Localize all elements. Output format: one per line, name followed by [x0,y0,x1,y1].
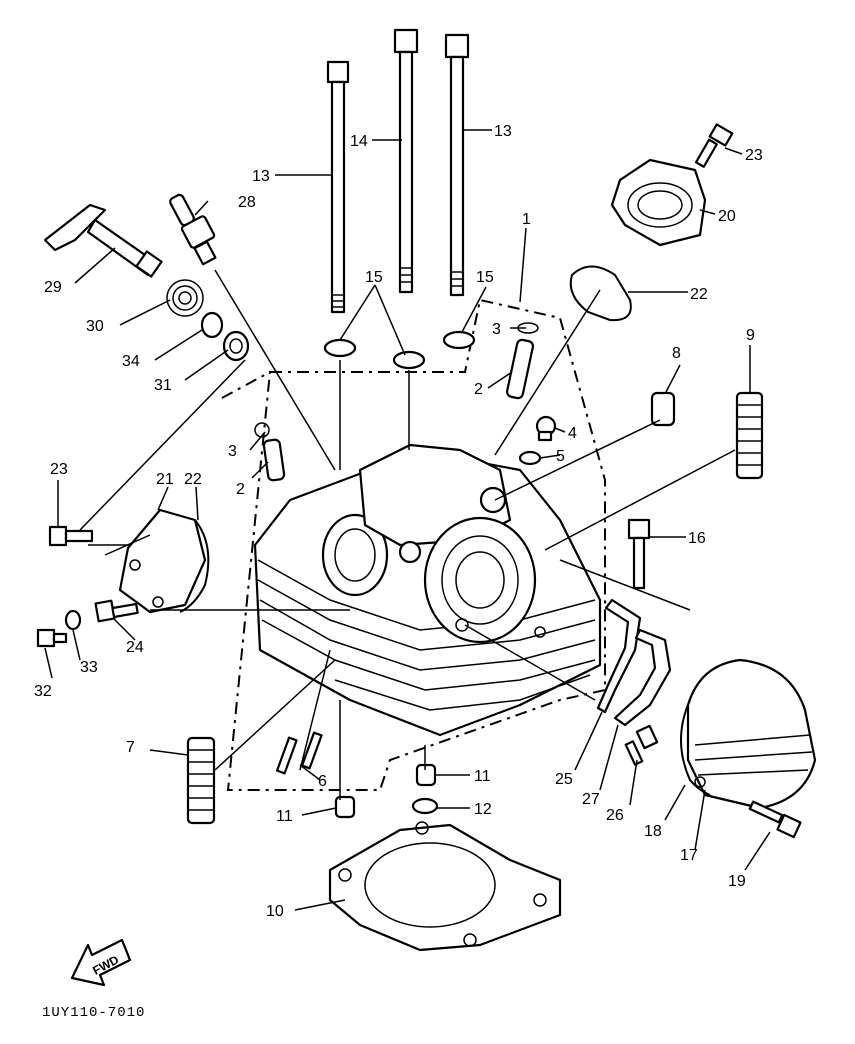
bolt-16 [627,518,651,590]
callout-11-left: 11 [276,808,293,825]
callout-12: 12 [474,801,492,818]
callout-3-upper: 3 [492,321,501,338]
guide-2-lower [262,438,286,482]
tappet-cover-17 [686,658,817,810]
diagram-part-code: 1UY110-7010 [42,1005,145,1021]
bolt-24 [94,599,139,623]
washer-15-mid [392,350,426,370]
callout-33: 33 [80,659,98,676]
callout-28: 28 [238,194,256,211]
callout-32: 32 [34,683,52,700]
stud-bolts-6 [275,731,323,775]
washer-34 [200,311,224,339]
callout-23-top: 23 [745,147,763,164]
bolt-32 [36,628,68,648]
callout-2-lower: 2 [236,481,245,498]
callout-13-left: 13 [252,168,270,185]
bolt-4 [535,415,557,442]
decompression-shaft-29 [43,203,163,278]
callout-24: 24 [126,639,144,656]
callout-30: 30 [86,318,104,335]
callout-31: 31 [154,377,172,394]
dowel-pin-11-upper [415,763,437,787]
callout-4: 4 [568,425,577,442]
leader-lines [44,129,771,911]
callout-1: 1 [522,211,531,228]
side-cover-21 [118,508,207,614]
clip-3-lower [254,422,270,438]
callout-29: 29 [44,279,62,296]
callout-23-side: 23 [50,461,68,478]
washer-33 [64,609,82,631]
callout-9: 9 [746,327,755,344]
washer-15-right [442,330,476,350]
cylinder-head-gasket-10 [328,821,562,952]
bolt-23-side [48,525,94,547]
callout-19: 19 [728,873,746,890]
callout-22-side: 22 [184,471,202,488]
callout-25: 25 [555,771,573,788]
cylinder-head-bolt-13-right [444,33,470,297]
callout-14: 14 [350,133,368,150]
guide-2-upper [505,338,535,400]
forward-direction-arrow: FWD [70,938,132,987]
intake-joint-20 [610,158,707,247]
bolt-19 [748,800,802,839]
callout-34: 34 [122,353,140,370]
spark-plug-28 [169,193,217,266]
callout-8: 8 [672,345,681,362]
stud-bolt-9 [735,391,764,480]
callout-16: 16 [688,530,706,547]
callout-20: 20 [718,208,736,225]
o-ring-12 [411,797,439,815]
callout-17: 17 [680,847,698,864]
callout-5: 5 [556,448,565,465]
spring-30 [166,279,204,317]
stud-bolt-7 [186,736,216,825]
callout-2-upper: 2 [474,381,483,398]
gasket-22-side [179,519,210,613]
bolt-23-top [694,123,734,168]
callout-3-lower: 3 [228,443,237,460]
callout-15-right: 15 [476,269,494,286]
callout-10: 10 [266,903,284,920]
washer-5 [518,450,542,466]
callout-numbers: 13 14 13 15 15 1 3 2 3 2 4 5 8 9 23 20 2… [34,123,763,920]
callout-21: 21 [156,471,174,488]
callout-27: 27 [582,791,600,808]
callout-6: 6 [318,773,327,790]
callout-13-right: 13 [494,123,512,140]
dowel-pin-11-lower [334,795,356,819]
callout-11-right: 11 [474,768,491,785]
callout-7: 7 [126,739,135,756]
o-ring-18 [680,699,711,796]
o-ring-22-top [569,265,632,322]
oil-seal-31 [222,330,250,362]
cylinder-head-bolt-13-left [326,60,350,314]
cylinder-head-body [253,443,602,737]
bracket-27 [613,628,672,727]
callout-22-top: 22 [690,286,708,303]
cylinder-head-bolt-14 [393,28,419,294]
callout-18: 18 [644,823,662,840]
cap-nut-8 [650,391,676,427]
callout-26: 26 [606,807,624,824]
assembly-boundary-dashed [221,298,606,791]
callout-15-left: 15 [365,269,383,286]
bolt-26 [624,724,659,766]
washer-15-left [323,338,357,358]
